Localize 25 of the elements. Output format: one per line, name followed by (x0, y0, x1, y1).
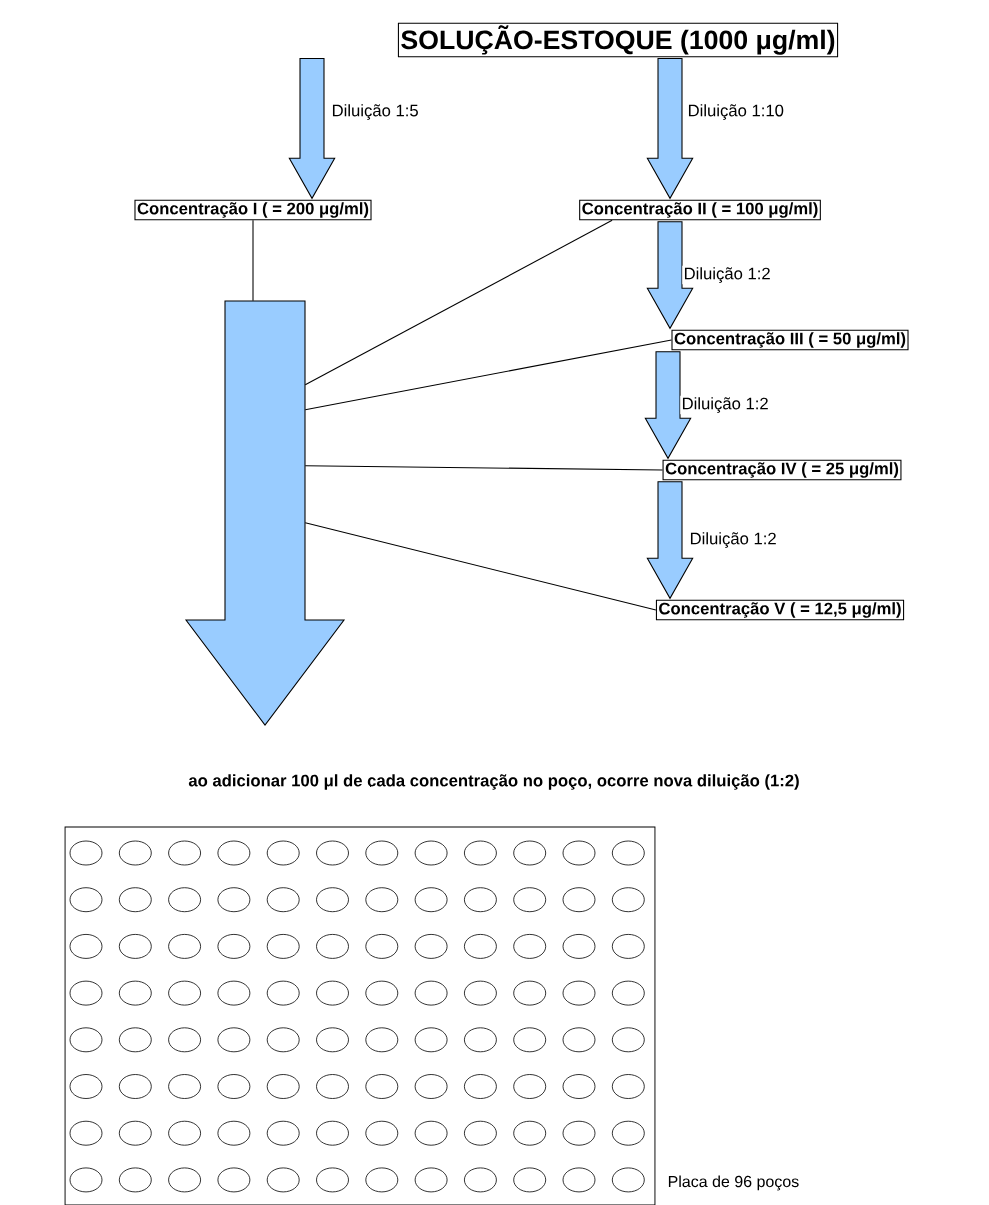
leader-line (304, 522, 657, 611)
leader-line (304, 465, 664, 471)
plate-label: Placa de 96 poços (668, 1175, 799, 1191)
concentration-box: Concentração V ( = 12,5 μg/ml) (655, 599, 905, 621)
edge-label: Diluição 1:5 (330, 102, 420, 122)
well-plate (64, 826, 656, 1205)
block-arrow (646, 221, 694, 330)
block-arrow (184, 300, 346, 726)
block-arrow (646, 481, 694, 600)
block-arrow (646, 58, 694, 200)
title-box: SOLUÇÃO-ESTOQUE (1000 μg/ml) (397, 22, 839, 58)
leader-line (304, 339, 672, 411)
edge-label: Diluição 1:2 (688, 530, 779, 550)
concentration-box: Concentração IV ( = 25 μg/ml) (662, 459, 902, 481)
concentration-box: Concentração II ( = 100 μg/ml) (579, 199, 821, 221)
leader-line (304, 219, 613, 386)
edge-label: Diluição 1:2 (680, 395, 771, 415)
note-text: ao adicionar 100 μl de cada concentração no poço, ocorre nova diluição (1:2) (188, 774, 799, 790)
concentration-box: Concentração I ( = 200 μg/ml) (134, 199, 372, 221)
edge-label: Diluição 1:10 (686, 102, 786, 122)
block-arrow (288, 58, 336, 200)
concentration-box: Concentração III ( = 50 μg/ml) (671, 329, 909, 351)
block-arrow (644, 351, 692, 460)
leader-line (252, 219, 254, 302)
edge-label: Diluição 1:2 (682, 265, 773, 285)
